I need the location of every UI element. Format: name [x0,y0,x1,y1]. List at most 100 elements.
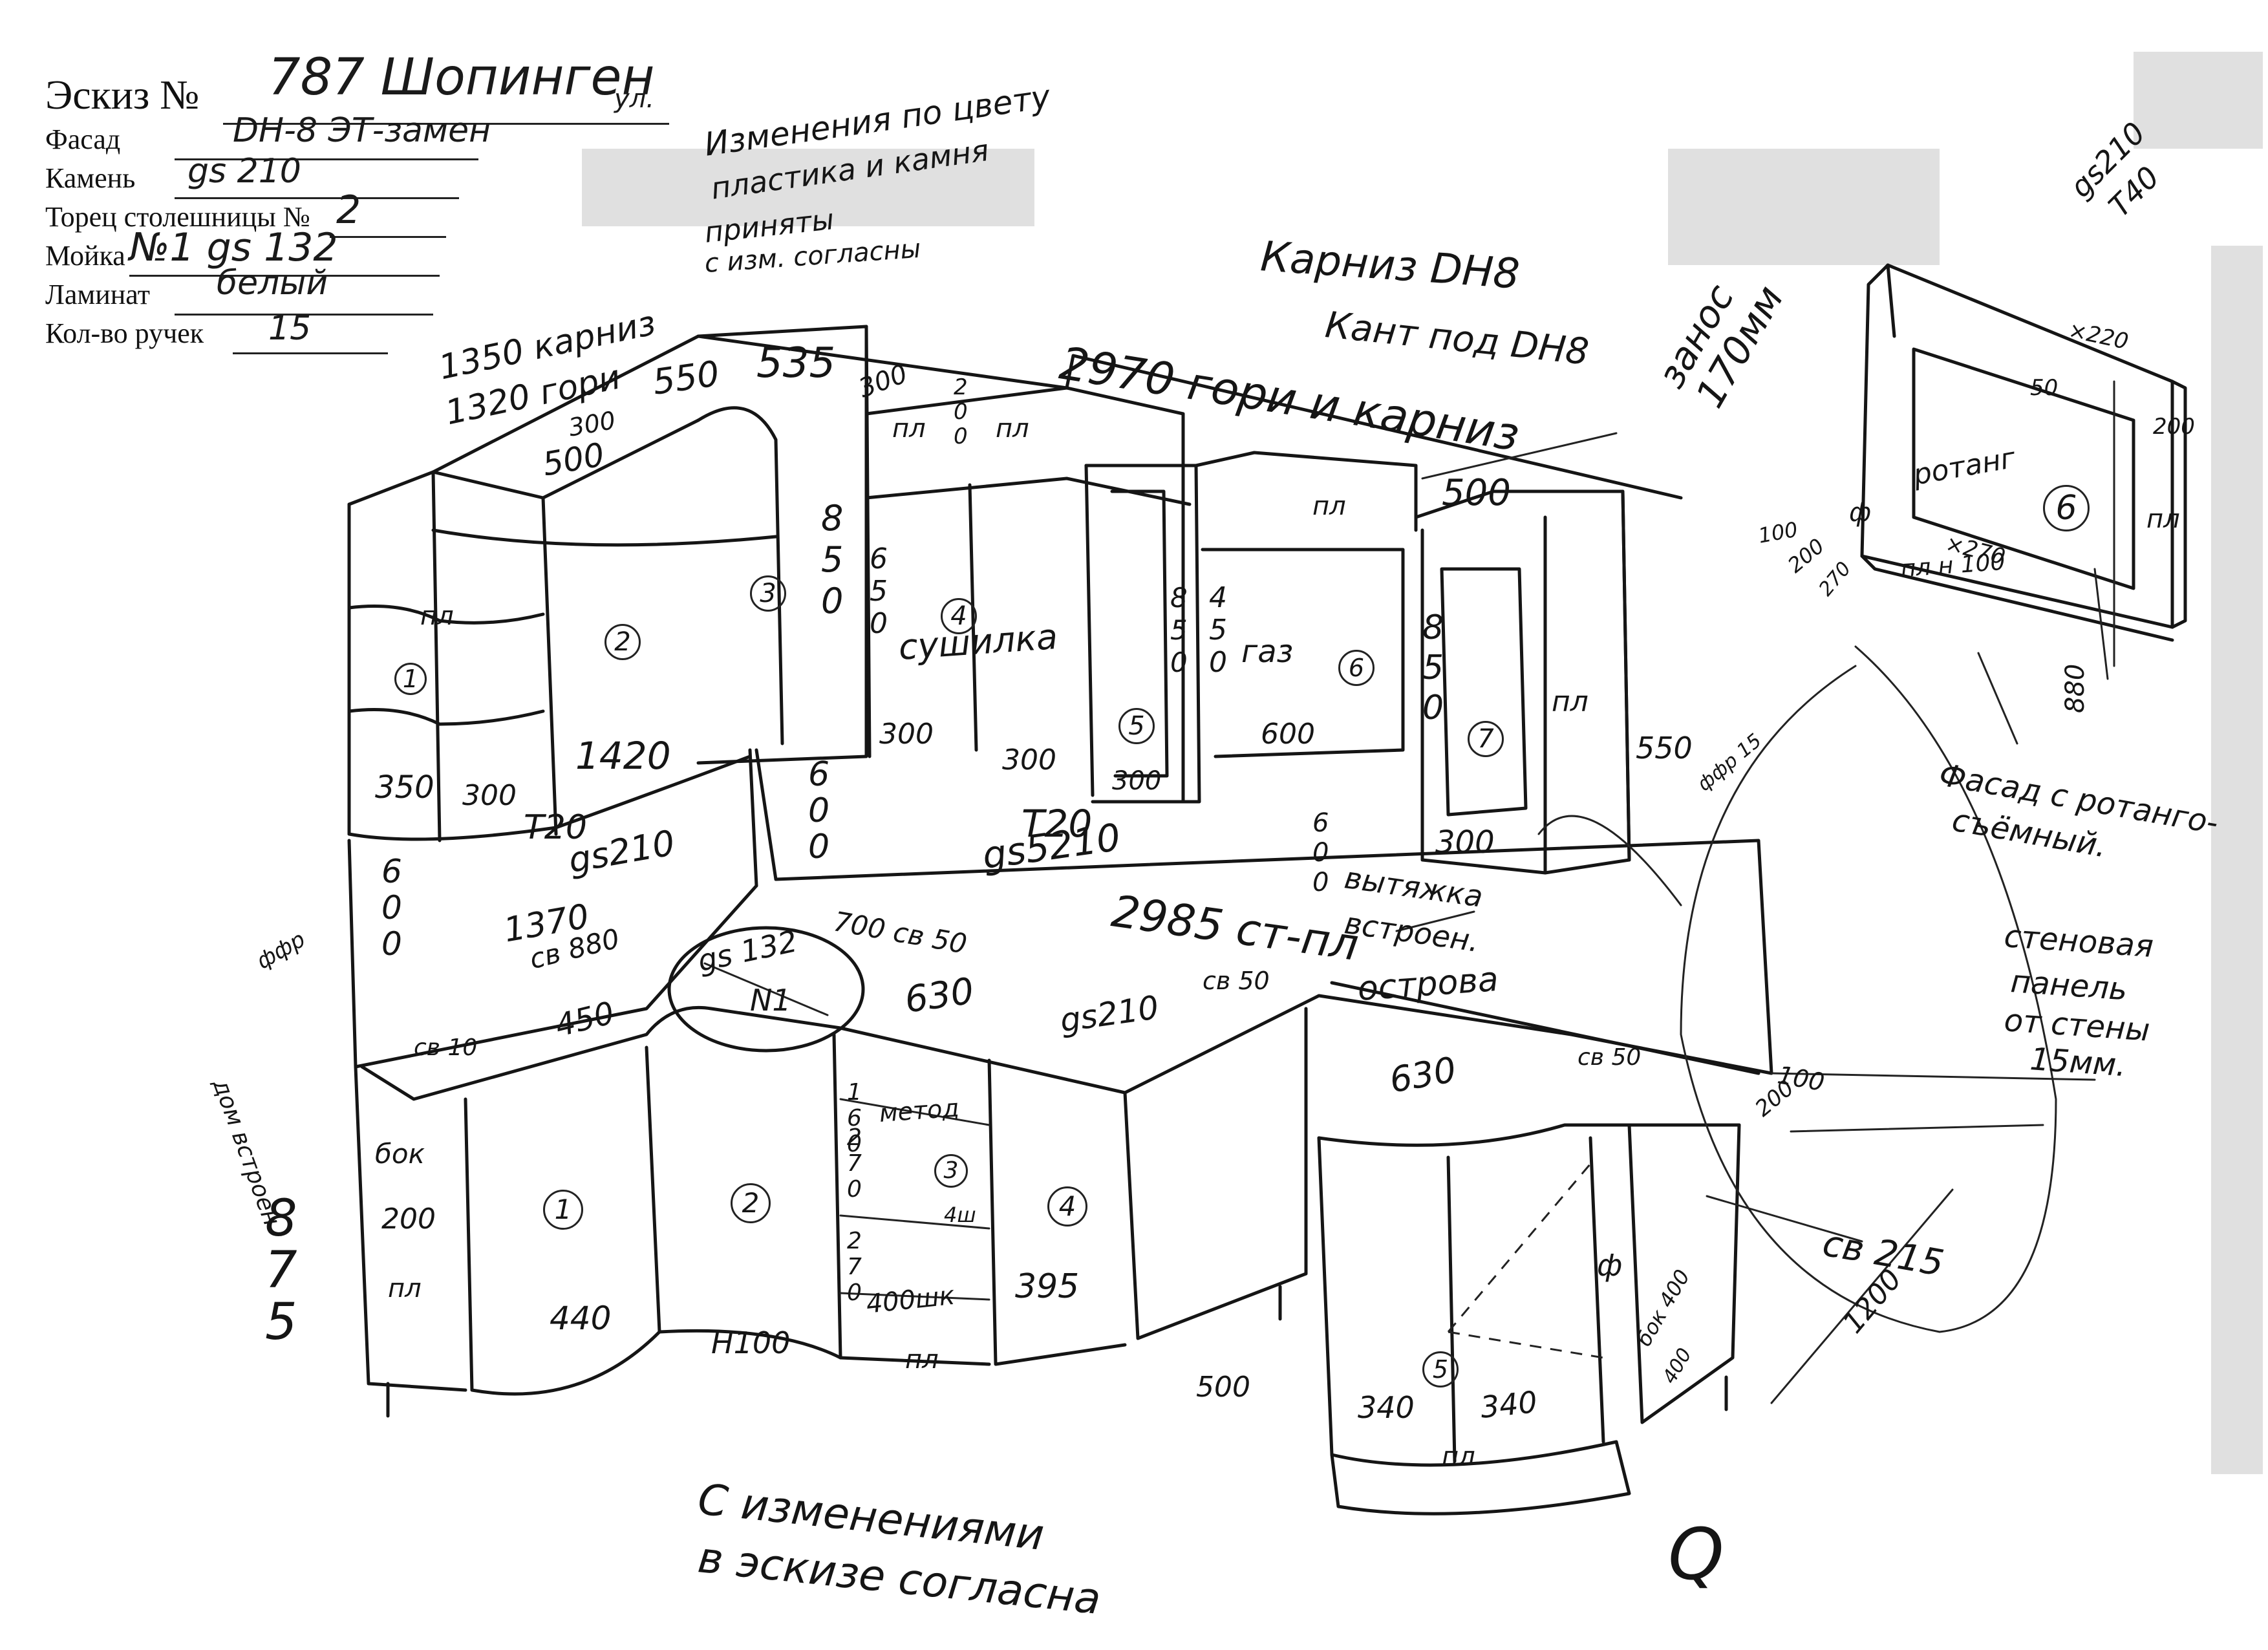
form-line [233,352,388,354]
signature: Q [1668,1513,1724,1596]
base-number-1: 1 [543,1190,583,1230]
dim-50: 50 [2030,375,2059,401]
scan-smudge [582,149,1034,226]
dim-850-c: 8 5 0 [1422,608,1444,727]
dim-600-w: 6 0 0 [381,853,402,963]
dim-270-a: 2 7 0 [847,1124,862,1203]
leader-lines [1395,380,2115,1404]
dim-875-8: 8 [265,1190,297,1248]
cabinet-number-4: 4 [941,598,977,634]
sink-value: №1 gs 132 [129,225,338,270]
sketch-number-row: Эскиз № 787 Шопинген ул. [45,48,669,125]
scan-smudge [1668,149,1940,265]
label-bok: бок [375,1138,425,1170]
stone-label: Камень [45,162,136,194]
base-number-2: 2 [731,1183,771,1223]
label-gaz: газ [1241,634,1294,670]
facade-value: DH-8 ЭТ-замен [233,111,491,150]
label-t20-a: Т20 [524,808,587,847]
base-cabinets [354,1007,1308,1418]
upper-left-cabinets [347,325,872,842]
sketch-number-label: Эскиз № [45,72,200,118]
label-pl: пл [1442,1442,1475,1472]
form-line [223,123,669,125]
dim-300-e: 300 [1002,744,1056,777]
dim-300-d: 300 [879,718,934,751]
label-fr: ф [1597,1248,1623,1283]
label-pl: пл [1552,685,1589,718]
dim-600-x: 6 0 0 [1312,808,1329,897]
dim-600-v: 6 0 0 [808,755,830,866]
rattan-cabinet [1860,263,2187,642]
label-pl: пл [905,1345,939,1375]
edge-value: 2 [336,188,361,233]
dim-270-b: 2 7 0 [847,1228,862,1306]
dim-550-b: 550 [1636,731,1693,766]
label-pl: пл [996,414,1029,444]
dim-450: 4 5 0 [1209,581,1227,679]
dim-cb10: св 10 [414,1034,478,1061]
laminate-label: Ламинат [45,279,150,310]
form-line [175,158,478,160]
dim-200: 2 0 0 [954,374,968,449]
dim-850-b: 8 5 0 [1170,582,1188,678]
dim-440: 440 [550,1300,612,1337]
label-pl: пл [892,414,926,444]
dim-875-7: 7 [265,1241,297,1300]
cabinet-number-3: 3 [750,575,786,612]
dim-h100: Н100 [711,1325,791,1360]
scan-smudge [2211,246,2263,1474]
base-number-4: 4 [1047,1186,1087,1227]
label-t20-b: Т20 [1022,802,1093,846]
worktop [347,748,1773,1101]
laminate-value: белый [217,264,328,303]
label-pl: пл [1312,491,1346,521]
label-pl: пл [420,601,454,631]
dim-4sh: 4ш [944,1203,976,1227]
form-line [175,197,459,199]
dim-340-b: 340 [1479,1384,1539,1425]
base-number-3: 3 [934,1154,968,1188]
dim-300-g: 300 [1435,824,1495,861]
facade-label: Фасад [45,123,121,155]
dim-850-a: 8 5 0 [821,498,844,621]
form-line [175,314,433,316]
edge-label: Торец столешницы № [45,201,310,233]
dim-200-c: 200 [2153,414,2195,440]
dim-cb50-a: св 50 [1203,967,1270,995]
sketch-number-suffix: ул. [614,84,654,114]
handles-label: Кол-во ручек [45,317,204,349]
sketch-number-value: 787 Шопинген [268,48,655,107]
stone-row: Камень gs 210 [45,152,459,199]
dim-500-b: 500 [1442,472,1511,514]
cabinet-number-2: 2 [604,624,641,660]
dim-1420: 1420 [575,734,671,778]
edge-row: Торец столешницы № 2 [45,188,446,238]
tall-cabinet [1414,489,1631,875]
upper-middle-cabinets [696,334,1683,804]
dim-395: 395 [1015,1267,1080,1306]
dim-300-c: 300 [462,779,517,812]
stone-value: gs 210 [187,152,301,191]
form-line [330,236,446,238]
dim-200-e: 200 [381,1203,436,1236]
facade-row: Фасад DH-8 ЭТ-замен [45,111,491,160]
cabinet-number-7: 7 [1468,721,1504,757]
dim-cb50-b: св 50 [1578,1044,1642,1071]
label-sink-number: N1 [750,983,791,1018]
note-wall-panel-4: 15мм. [2029,1041,2128,1084]
dim-350: 350 [375,769,434,806]
label-fr: ф [1849,498,1872,528]
dim-300-f: 300 [1112,766,1162,796]
dim-650: 6 5 0 [870,542,888,640]
dim-600-a: 600 [1261,718,1315,751]
island-cabinet [1317,1123,1741,1516]
base-number-5: 5 [1422,1351,1459,1388]
form-line [129,275,440,277]
scan-smudge [2134,52,2263,149]
dim-880-v: 880 [2060,663,2090,713]
handles-row: Кол-во ручек 15 [45,309,388,354]
cabinet-number-6-gas: 6 [1338,650,1375,686]
